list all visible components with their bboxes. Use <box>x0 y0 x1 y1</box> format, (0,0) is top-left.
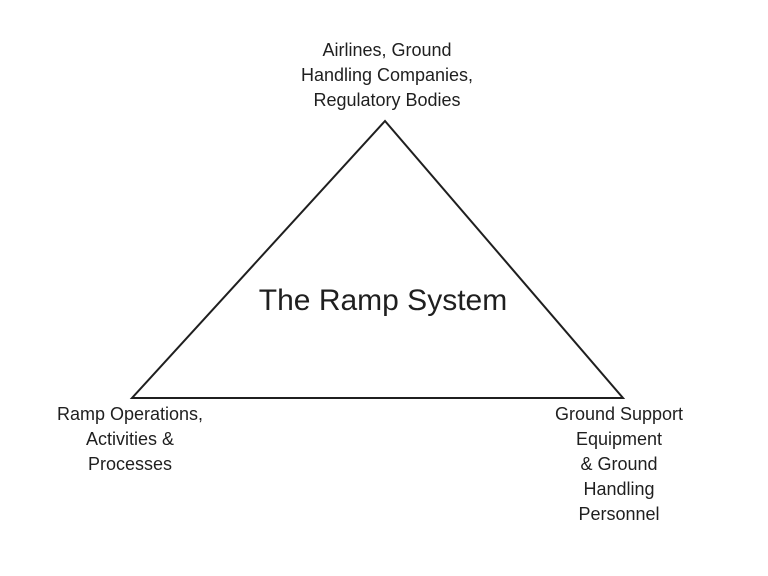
top-vertex-label: Airlines, Ground Handling Companies, Reg… <box>300 40 474 110</box>
diagram-title: The Ramp System <box>258 284 508 317</box>
bottom-left-vertex-label: Ramp Operations, Activities & Processes <box>56 404 204 474</box>
triangle-outline <box>129 119 626 399</box>
bottom-right-vertex-label: Ground Support Equipment & Ground Handli… <box>554 404 684 524</box>
